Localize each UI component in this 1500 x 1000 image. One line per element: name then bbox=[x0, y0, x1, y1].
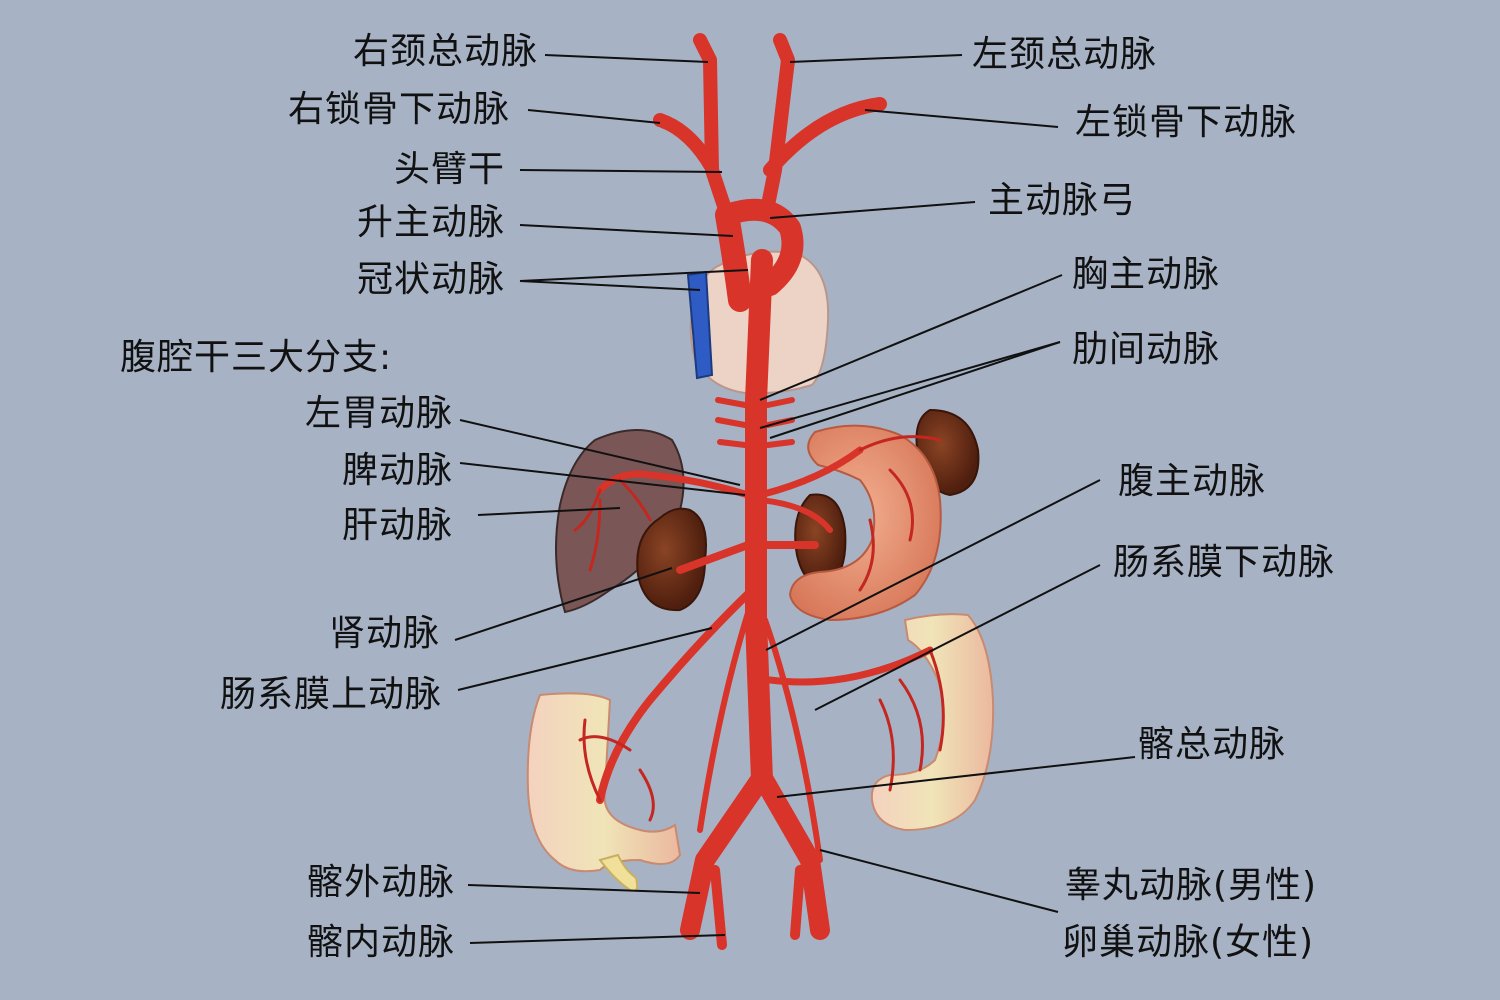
label-thoracic-aorta: 胸主动脉 bbox=[1072, 254, 1221, 295]
label-left-subclavian: 左锁骨下动脉 bbox=[1075, 102, 1298, 143]
stomach bbox=[788, 424, 942, 622]
label-superior-mesenteric: 肠系膜上动脉 bbox=[219, 674, 442, 715]
label-common-iliac: 髂总动脉 bbox=[1138, 724, 1287, 765]
label-left-gastric: 左胃动脉 bbox=[304, 393, 453, 434]
label-aortic-arch: 主动脉弓 bbox=[988, 180, 1137, 221]
label-abdominal-aorta: 腹主动脉 bbox=[1118, 461, 1267, 502]
label-external-iliac: 髂外动脉 bbox=[306, 862, 455, 903]
leader-lines bbox=[454, 54, 1136, 944]
celiac-heading: 腹腔干三大分支: bbox=[120, 337, 393, 378]
label-coronary: 冠状动脉 bbox=[356, 259, 505, 300]
label-inferior-mesenteric: 肠系膜下动脉 bbox=[1113, 542, 1336, 583]
label-renal: 肾动脉 bbox=[328, 613, 440, 654]
label-brachiocephalic: 头臂干 bbox=[393, 149, 505, 190]
label-right-carotid: 右颈总动脉 bbox=[352, 31, 538, 72]
label-hepatic: 肝动脉 bbox=[341, 505, 453, 546]
label-ovarian: 卵巢动脉(女性) bbox=[1062, 922, 1315, 963]
artery-network bbox=[573, 33, 945, 950]
label-internal-iliac: 髂内动脉 bbox=[306, 922, 455, 963]
label-intercostal: 肋间动脉 bbox=[1072, 329, 1221, 370]
label-testicular: 睾丸动脉(男性) bbox=[1065, 865, 1318, 906]
label-right-subclavian: 右锁骨下动脉 bbox=[287, 89, 510, 130]
label-ascending-aorta: 升主动脉 bbox=[356, 202, 505, 243]
label-left-carotid: 左颈总动脉 bbox=[972, 34, 1158, 75]
label-splenic: 脾动脉 bbox=[341, 450, 453, 491]
appendix bbox=[598, 853, 639, 893]
